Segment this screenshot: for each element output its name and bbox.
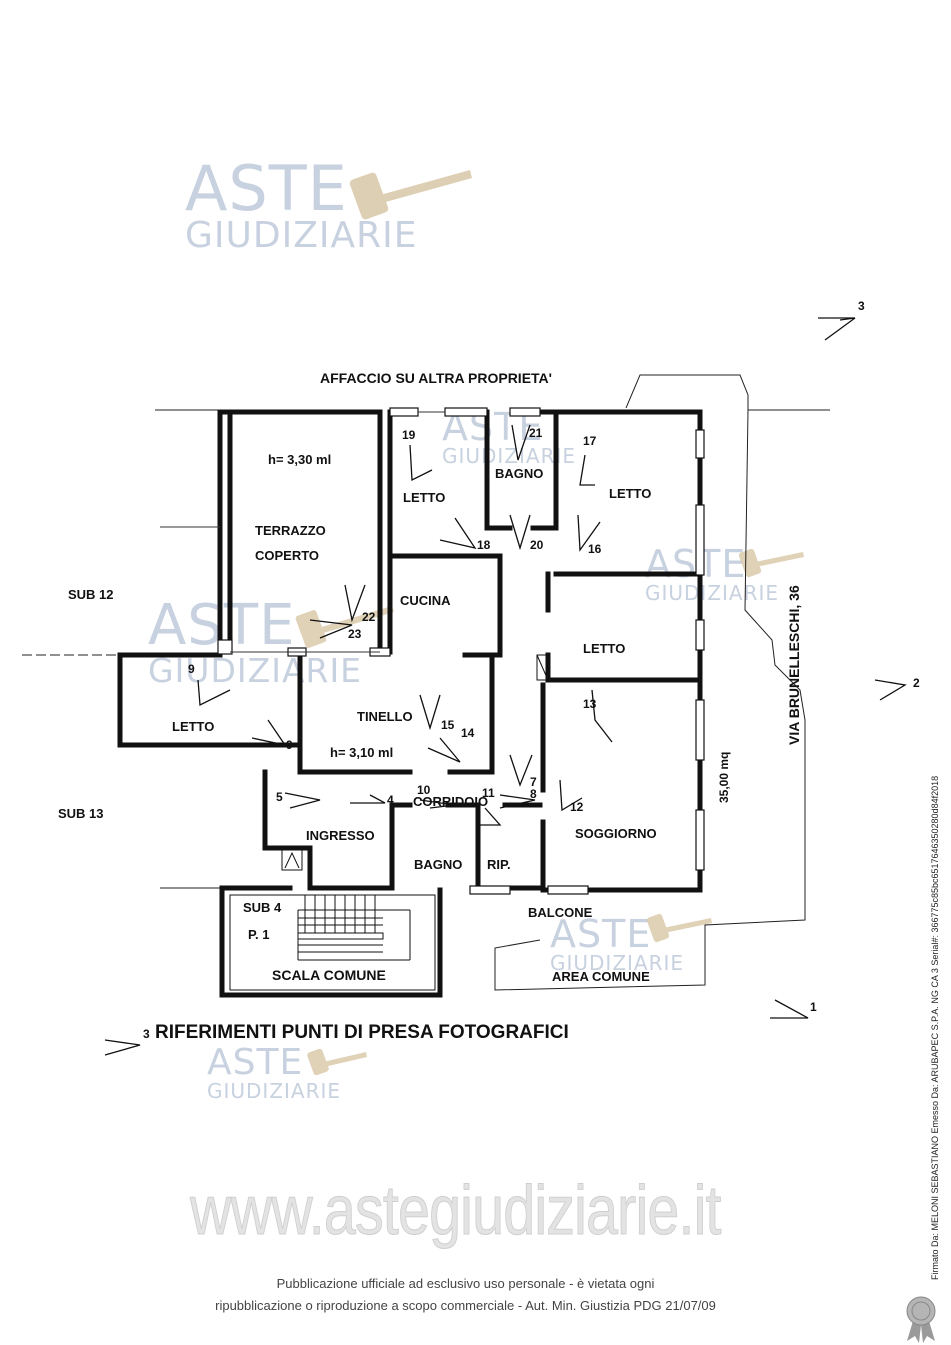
watermark-legend: ASTE GIUDIZIARIE — [207, 1042, 342, 1103]
room-letto-ne: LETTO — [609, 486, 652, 501]
room-letto-nw: LETTO — [403, 490, 446, 505]
point-number: 10 — [417, 783, 431, 797]
point-number: 13 — [583, 697, 597, 711]
point-number: 23 — [348, 627, 362, 641]
legend-title: RIFERIMENTI PUNTI DI PRESA FOTOGRAFICI — [155, 1022, 569, 1043]
point-number: 21 — [529, 426, 543, 440]
point-number: 9 — [188, 662, 195, 676]
room-soggiorno: SOGGIORNO — [575, 826, 657, 841]
gavel-icon — [307, 1048, 367, 1076]
affaccio-label: AFFACCIO SU ALTRA PROPRIETA' — [320, 370, 552, 386]
area-label: AREA COMUNE — [552, 969, 650, 984]
point-number: 3 — [858, 299, 865, 313]
gavel-icon — [646, 913, 712, 943]
point-number: 5 — [276, 790, 283, 804]
room-letto-w: LETTO — [172, 719, 215, 734]
point-number: 9 — [286, 738, 293, 752]
room-terrazzo: TERRAZZO — [255, 523, 326, 538]
point-number: 1 — [810, 1000, 817, 1014]
point-number: 18 — [477, 538, 491, 552]
watermark-mid-left: ASTE GIUDIZIARIE — [148, 593, 363, 690]
point-number: 12 — [570, 800, 584, 814]
balcone-label: BALCONE — [528, 905, 593, 920]
height-label-terrazzo: h= 3,30 ml — [268, 452, 332, 467]
website-watermark: www.astegiudiziarie.it — [190, 1171, 722, 1250]
room-bagno-s: BAGNO — [414, 857, 463, 872]
point-number: 20 — [530, 538, 544, 552]
room-bagno-n: BAGNO — [495, 466, 544, 481]
gavel-icon — [295, 606, 394, 648]
watermark-top: ASTE GIUDIZIARIE — [185, 152, 418, 256]
via-label: VIA BRUNELLESCHI, 36 — [786, 585, 802, 745]
scala-label: SCALA COMUNE — [272, 967, 386, 983]
legend-number: 3 — [143, 1027, 150, 1041]
point-number: 17 — [583, 434, 597, 448]
point-number: 4 — [387, 793, 394, 807]
point-number: 16 — [588, 542, 602, 556]
room-letto-e: LETTO — [583, 641, 626, 656]
watermark-bottom: ASTE GIUDIZIARIE — [550, 912, 685, 975]
seal-icon — [906, 1296, 936, 1343]
signature-text: Firmato Da: MELONI SEBASTIANO Emesso Da:… — [930, 775, 940, 1280]
height-label-tinello: h= 3,10 ml — [330, 745, 394, 760]
point-number: 15 — [441, 718, 455, 732]
sub13-label: SUB 13 — [58, 806, 104, 821]
point-number: 14 — [461, 726, 475, 740]
footer-line-1: Pubblicazione ufficiale ad esclusivo uso… — [276, 1276, 655, 1291]
room-ingresso: INGRESSO — [306, 828, 375, 843]
point-number: 11 — [482, 786, 495, 800]
room-rip: RIP. — [487, 857, 511, 872]
point-number: 22 — [362, 610, 376, 624]
room-corridoio: CORRIDOIO — [413, 794, 489, 809]
room-coperto: COPERTO — [255, 548, 320, 563]
gavel-icon — [349, 170, 472, 220]
gavel-icon — [738, 548, 804, 578]
point-number: 2 — [913, 676, 920, 690]
sub12-label: SUB 12 — [68, 587, 114, 602]
p1-label: P. 1 — [248, 927, 270, 942]
room-tinello: TINELLO — [357, 709, 413, 724]
room-cucina: CUCINA — [400, 593, 451, 608]
footer-line-2: ripubblicazione o riproduzione a scopo c… — [215, 1298, 716, 1313]
sub4-label: SUB 4 — [243, 900, 282, 915]
area-mq-label: 35,00 mq — [717, 751, 731, 803]
point-number: 19 — [402, 428, 416, 442]
point-number: 7 — [530, 775, 537, 789]
point-number: 8 — [530, 787, 537, 801]
